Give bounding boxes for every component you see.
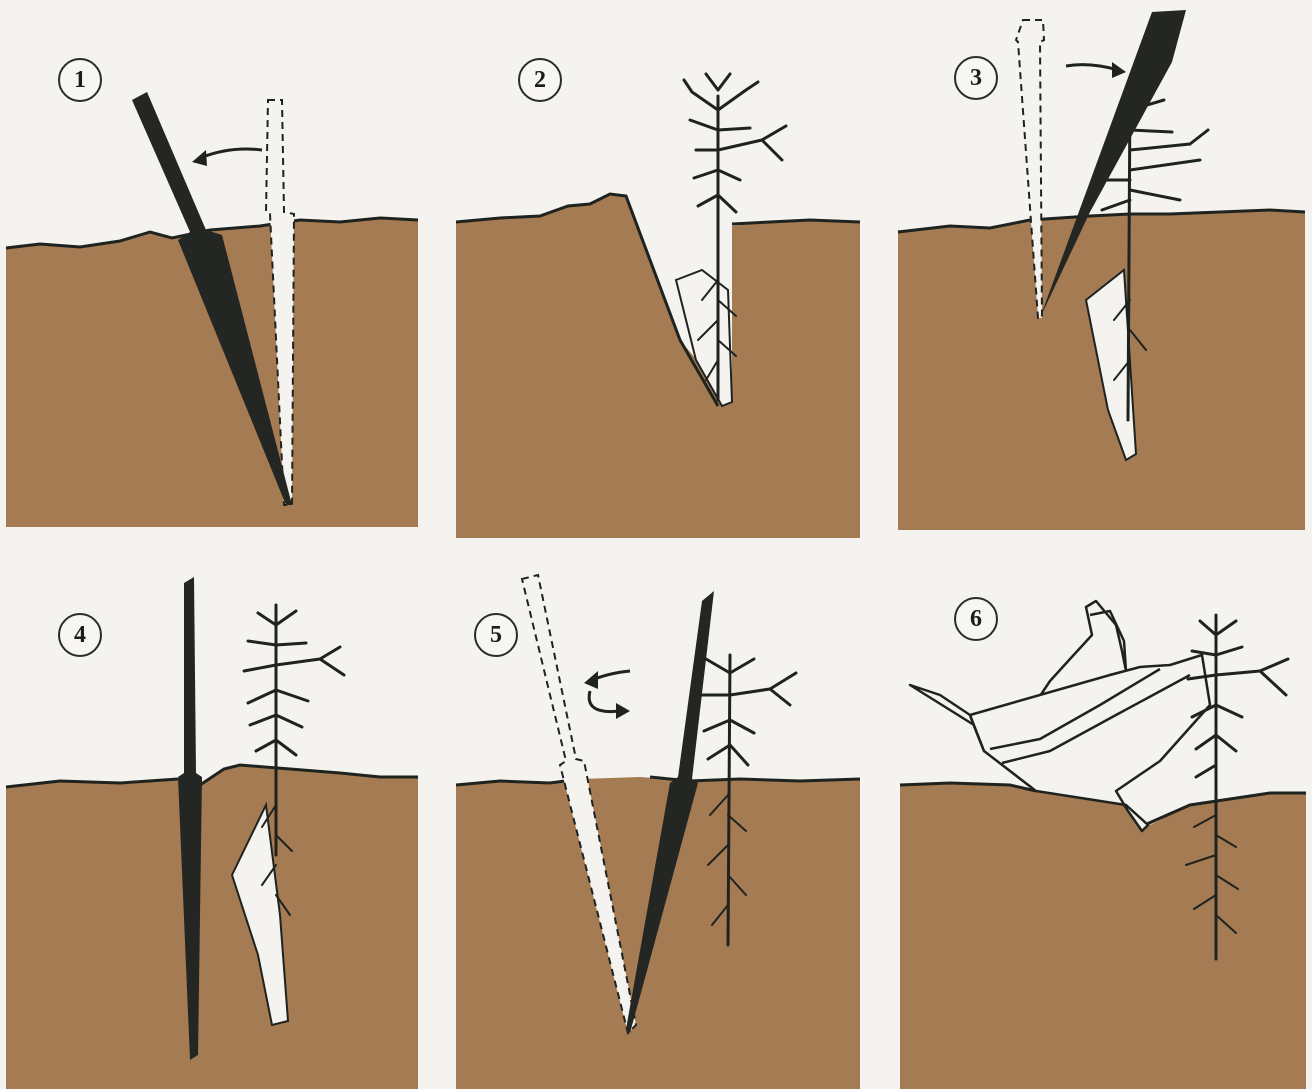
step-4-panel: 4	[0, 555, 430, 1089]
step-number-badge: 2	[518, 58, 562, 102]
step-6-panel: 6	[890, 555, 1312, 1089]
curved-arrow-icon	[1066, 65, 1118, 70]
soil-block	[456, 194, 860, 538]
step-number-badge: 6	[954, 597, 998, 641]
step-6-illustration	[890, 555, 1312, 1089]
curved-arrow-icon	[200, 149, 262, 158]
curved-arrow-icon	[589, 691, 620, 712]
soil-block	[6, 765, 418, 1089]
step-5-panel: 5	[440, 555, 870, 1089]
soil-block	[900, 783, 1306, 1089]
soil-block	[456, 777, 860, 1089]
step-number-badge: 5	[474, 613, 518, 657]
step-number-badge: 3	[954, 56, 998, 100]
step-3-panel: 3	[890, 0, 1312, 540]
step-number-badge: 1	[58, 58, 102, 102]
step-2-panel: 2	[440, 0, 870, 545]
step-number-badge: 4	[58, 613, 102, 657]
step-2-illustration	[440, 0, 870, 545]
step-1-panel: 1	[0, 0, 430, 540]
